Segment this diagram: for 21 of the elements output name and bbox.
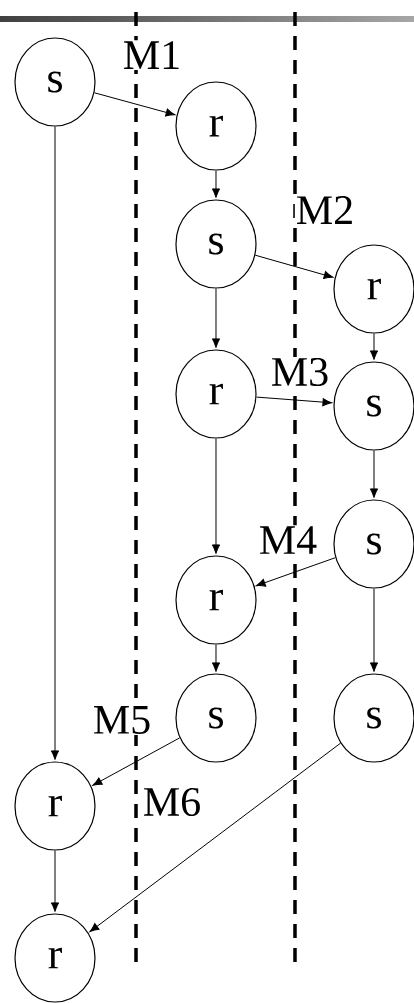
arrow [211, 170, 221, 198]
arrow [50, 126, 60, 760]
arrow [255, 557, 336, 587]
arrow [93, 92, 176, 117]
arrow [211, 644, 221, 672]
arrow [92, 737, 181, 786]
arrow [211, 438, 221, 554]
arrow [256, 396, 333, 407]
arrow [369, 588, 379, 672]
edge-label: M6 [141, 786, 203, 818]
edge-label: M2 [294, 195, 356, 225]
arrow [369, 333, 379, 360]
arrow [89, 742, 341, 933]
arrow [211, 288, 221, 348]
arrow [254, 254, 334, 279]
arrow [50, 850, 60, 912]
edge-label: M1 [121, 40, 183, 70]
arrow [369, 450, 379, 498]
edge-label: M3 [269, 356, 331, 388]
edge-label: M4 [257, 525, 319, 555]
edge-label: M5 [91, 705, 153, 735]
